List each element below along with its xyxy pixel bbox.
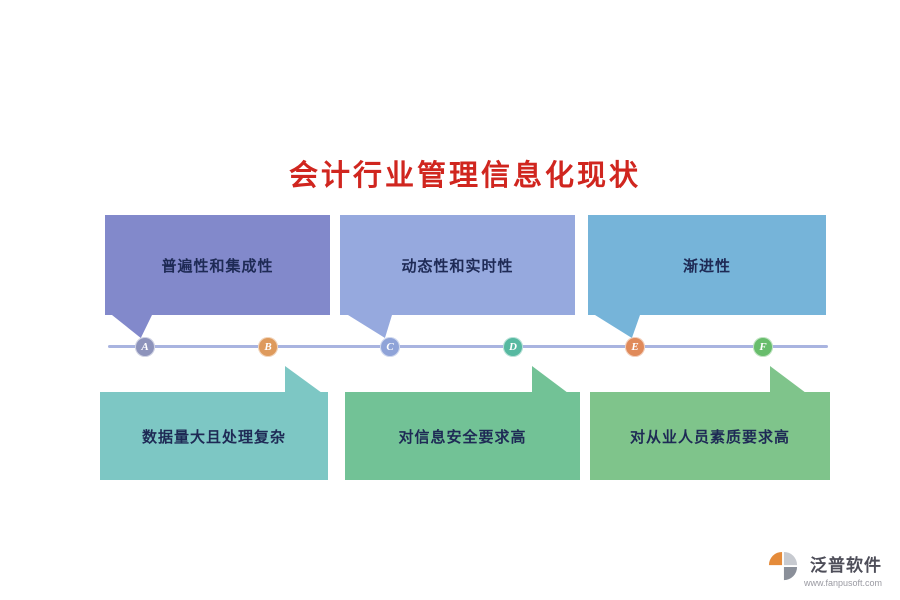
- feature-box-security: 对信息安全要求高: [345, 392, 580, 480]
- brand-name: 泛普软件: [810, 556, 882, 575]
- timeline-line: [108, 345, 828, 348]
- feature-label: 数据量大且处理复杂: [141, 429, 286, 446]
- feature-box-tail: [285, 366, 322, 393]
- feature-box-tail: [532, 366, 568, 393]
- feature-label: 对从业人员素质要求高: [629, 429, 790, 446]
- feature-label: 动态性和实时性: [401, 258, 514, 275]
- feature-box-personnel: 对从业人员素质要求高: [590, 392, 830, 480]
- fanpu-logo-icon: [768, 551, 798, 581]
- feature-box-data-volume: 数据量大且处理复杂: [100, 392, 328, 480]
- node-letter: D: [509, 341, 517, 353]
- feature-box-dynamic: 动态性和实时性: [340, 215, 575, 315]
- timeline-node-b: B: [258, 337, 278, 357]
- feature-box-universality: 普遍性和集成性: [105, 215, 330, 315]
- node-letter: F: [759, 341, 767, 353]
- timeline-node-c: C: [380, 337, 400, 357]
- page-title: 会计行业管理信息化现状: [288, 160, 641, 192]
- timeline-node-d: D: [503, 337, 523, 357]
- feature-label: 普遍性和集成性: [161, 258, 274, 275]
- brand-url: www.fanpusoft.com: [803, 578, 882, 588]
- node-letter: B: [264, 341, 272, 353]
- feature-box-tail: [348, 315, 392, 338]
- feature-box-tail: [595, 315, 640, 338]
- feature-box-tail: [770, 366, 806, 393]
- feature-label: 对信息安全要求高: [398, 429, 527, 446]
- timeline-node-e: E: [625, 337, 645, 357]
- brand-footer: 泛普软件 www.fanpusoft.com: [768, 551, 882, 588]
- node-letter: A: [141, 341, 149, 353]
- feature-label: 渐进性: [682, 258, 731, 275]
- node-letter: E: [631, 341, 639, 353]
- node-letter: C: [386, 341, 394, 353]
- timeline-node-a: A: [135, 337, 155, 357]
- timeline-node-f: F: [753, 337, 773, 357]
- feature-box-progressive: 渐进性: [588, 215, 826, 315]
- feature-box-tail: [112, 315, 152, 338]
